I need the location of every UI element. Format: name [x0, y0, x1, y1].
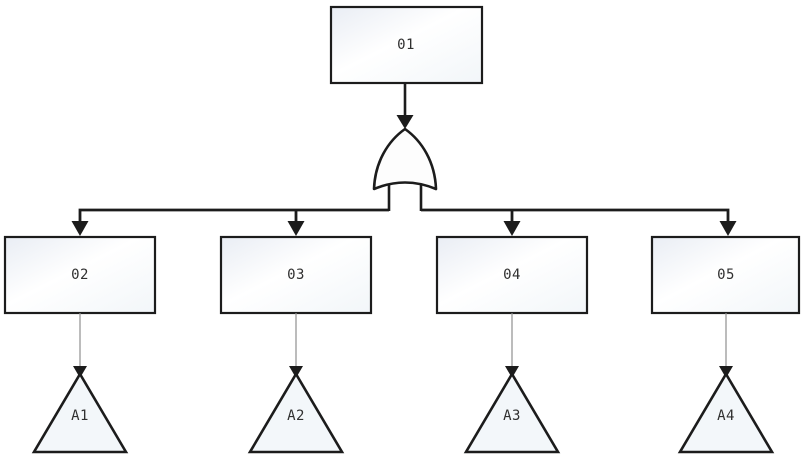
arrow-down-icon	[396, 115, 414, 129]
transfer-label: A1	[71, 408, 89, 424]
transfer-label: A3	[503, 408, 521, 424]
event-box	[219, 235, 373, 315]
event-box	[435, 235, 589, 315]
event-label: 03	[287, 267, 305, 283]
arrow-down-icon	[71, 221, 89, 236]
transfer-label: A2	[287, 408, 305, 424]
arrow-down-icon	[503, 221, 521, 236]
event-label: 04	[503, 267, 521, 283]
arrow-down-icon	[287, 221, 305, 236]
top-event-node: 01	[329, 5, 484, 85]
or-gate-shape	[372, 127, 438, 191]
transfer-triangle	[31, 371, 129, 454]
event-label: 05	[717, 267, 735, 283]
event-node-02: 02	[3, 235, 157, 315]
transfer-triangle	[247, 371, 345, 454]
transfer-node-a3: A3	[463, 371, 561, 454]
event-node-03: 03	[219, 235, 373, 315]
transfer-node-a4: A4	[677, 371, 775, 454]
arrow-down-icon	[719, 221, 737, 236]
transfer-triangle	[677, 371, 775, 454]
event-node-04: 04	[435, 235, 589, 315]
event-label: 02	[71, 267, 89, 283]
transfer-node-a1: A1	[31, 371, 129, 454]
rail-right	[421, 208, 730, 222]
or-gate	[372, 127, 438, 211]
event-box	[650, 235, 801, 315]
branch-rails	[71, 208, 737, 236]
event-node-05: 05	[650, 235, 801, 315]
top-event-label: 01	[397, 37, 415, 53]
thin-connectors	[73, 313, 733, 378]
top-event-box	[329, 5, 484, 85]
rail-left	[78, 208, 389, 222]
connector-top-to-gate	[396, 83, 414, 129]
transfer-triangle	[463, 371, 561, 454]
transfer-node-a2: A2	[247, 371, 345, 454]
transfer-label: A4	[717, 408, 735, 424]
